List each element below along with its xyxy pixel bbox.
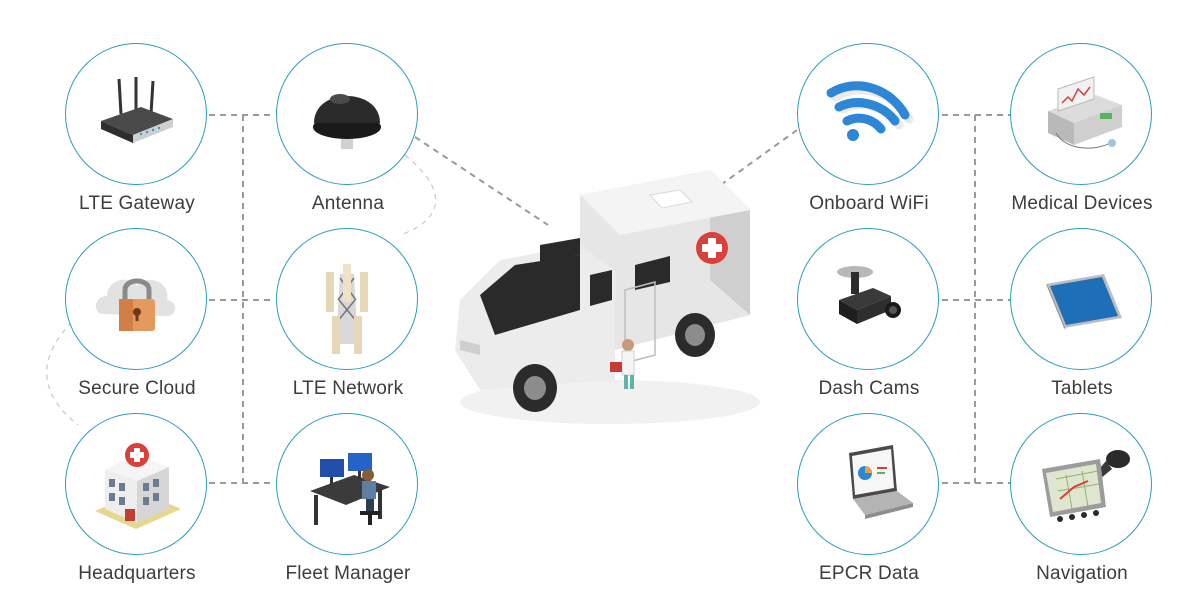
fleet-manager-label: Fleet Manager bbox=[285, 563, 411, 584]
dash-cams-circle bbox=[797, 228, 939, 370]
link-antenna-ambulance bbox=[414, 136, 549, 226]
node-fleet-manager[interactable]: Fleet Manager bbox=[268, 413, 428, 598]
antenna-circle bbox=[276, 43, 418, 185]
antenna-label: Antenna bbox=[311, 193, 385, 214]
cloud-lock-icon bbox=[95, 278, 176, 331]
lte-network-circle bbox=[276, 228, 418, 370]
wifi-icon bbox=[826, 81, 914, 141]
node-headquarters[interactable]: Headquarters bbox=[57, 413, 217, 598]
medical-devices-circle bbox=[1010, 43, 1152, 185]
medical-devices-label: Medical Devices bbox=[1011, 193, 1153, 214]
link-cloud-hq-curve bbox=[46, 321, 79, 426]
dash-cams-label: Dash Cams bbox=[818, 378, 920, 399]
node-onboard-wifi[interactable]: Onboard WiFi bbox=[789, 43, 949, 228]
navigation-circle bbox=[1010, 413, 1152, 555]
lte-network-label: LTE Network bbox=[292, 378, 404, 399]
cell-tower-icon bbox=[326, 264, 368, 354]
navigation-label: Navigation bbox=[1036, 563, 1128, 584]
ambulance-icon bbox=[455, 170, 760, 424]
node-antenna[interactable]: Antenna bbox=[268, 43, 428, 228]
tablets-label: Tablets bbox=[1051, 378, 1113, 399]
tablets-circle bbox=[1010, 228, 1152, 370]
node-tablets[interactable]: Tablets bbox=[1002, 228, 1162, 413]
node-lte-gateway[interactable]: LTE Gateway bbox=[57, 43, 217, 228]
secure-cloud-circle bbox=[65, 228, 207, 370]
dome-antenna-icon bbox=[313, 94, 381, 149]
epcr-data-circle bbox=[797, 413, 939, 555]
lte-gateway-label: LTE Gateway bbox=[79, 193, 195, 214]
secure-cloud-label: Secure Cloud bbox=[78, 378, 196, 399]
dash-camera-icon bbox=[837, 266, 901, 324]
node-secure-cloud[interactable]: Secure Cloud bbox=[57, 228, 217, 413]
gps-navigator-icon bbox=[1042, 450, 1130, 522]
onboard-wifi-label: Onboard WiFi bbox=[809, 193, 929, 214]
node-lte-network[interactable]: LTE Network bbox=[268, 228, 428, 413]
epcr-data-label: EPCR Data bbox=[818, 563, 919, 584]
desk-operator-icon bbox=[310, 453, 390, 525]
tablet-icon bbox=[1046, 274, 1122, 330]
onboard-wifi-circle bbox=[797, 43, 939, 185]
hospital-building-icon bbox=[95, 443, 181, 529]
node-navigation[interactable]: Navigation bbox=[1002, 413, 1162, 598]
link-antenna-network-curve bbox=[399, 154, 437, 236]
laptop-icon bbox=[849, 445, 913, 519]
router-icon bbox=[101, 77, 173, 143]
node-dash-cams[interactable]: Dash Cams bbox=[789, 228, 949, 413]
headquarters-circle bbox=[65, 413, 207, 555]
headquarters-label: Headquarters bbox=[78, 563, 196, 584]
node-epcr-data[interactable]: EPCR Data bbox=[789, 413, 949, 598]
fleet-manager-circle bbox=[276, 413, 418, 555]
node-medical-devices[interactable]: Medical Devices bbox=[1002, 43, 1162, 228]
medical-monitor-icon bbox=[1048, 76, 1122, 149]
lte-gateway-circle bbox=[65, 43, 207, 185]
